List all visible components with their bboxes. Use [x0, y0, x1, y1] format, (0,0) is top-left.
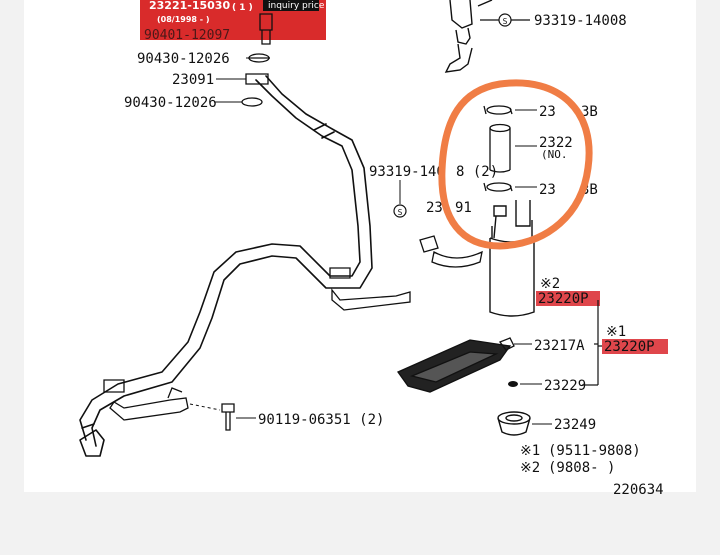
label-23291-suffix: 91 — [455, 200, 472, 216]
footnote-1-text: (9511-9808) — [548, 443, 641, 459]
diagram-id: 220634 — [613, 482, 664, 498]
clip-93319-14008 — [480, 13, 530, 27]
pump-hose — [489, 123, 511, 173]
footnote-2-text: (9808- ) — [548, 460, 615, 476]
band-clamp — [419, 235, 483, 268]
fuel-pump-body — [489, 200, 535, 317]
bolt-stack-left — [241, 13, 273, 107]
label-23091-left: 23091 — [172, 72, 214, 88]
label-90430-12026-top: 90430-12026 — [137, 51, 230, 67]
fuel-filter-strainer — [397, 337, 515, 393]
label-93319-14008: 93319-14008 — [534, 13, 627, 29]
label-2383b-bottom-prefix: 23 — [539, 182, 556, 198]
label-23249: 23249 — [554, 417, 596, 433]
fuel-hose-drawing — [79, 75, 373, 457]
footnote-1-mark: ※1 — [520, 443, 540, 459]
orange-circle-annotation — [438, 79, 593, 250]
label-23220p-1: 23220P — [604, 339, 655, 355]
banner-date-range: (08/1998 - ) — [157, 15, 210, 24]
hose-bracket-lower — [103, 379, 189, 421]
highlight-23220p-2 — [536, 291, 600, 306]
label-2383b-top-prefix: 23 — [539, 104, 556, 120]
hose-clamp-lower — [483, 182, 513, 192]
label-2322-note: (NO. — [541, 148, 568, 161]
label-mark-2: ※2 — [540, 276, 560, 292]
upper-bracket-drawing — [444, 0, 493, 73]
footnote-2-mark: ※2 — [520, 460, 540, 476]
label-23220p-2: 23220P — [538, 291, 589, 307]
grouping-bracket — [582, 300, 602, 386]
banner-part-number[interactable]: 23221-15030 — [149, 0, 230, 12]
inquiry-price-tooltip[interactable]: inquiry price — [263, 0, 325, 11]
clip-symbol-s-centre: S — [398, 208, 403, 217]
label-2383b-top-suffix: 3B — [581, 104, 598, 120]
label-23217a: 23217A — [534, 338, 585, 354]
highlight-23220p-1 — [602, 339, 668, 354]
banner-qty: ( 1 ) — [232, 3, 253, 13]
bolt-90119 — [221, 403, 235, 431]
label-93319-suffix: 8 (2) — [456, 164, 498, 180]
label-90119-06351: 90119-06351 (2) — [258, 412, 384, 428]
label-23229: 23229 — [544, 378, 586, 394]
leader-90119-dashed — [189, 403, 221, 411]
parts-diagram-sheet — [24, 0, 696, 492]
banner-partial-part-number: 90401-12097 — [144, 28, 230, 43]
clip-symbol-s-top: S — [503, 17, 508, 26]
clip-symbol-centre — [393, 204, 407, 218]
label-2322: 2322 — [539, 135, 573, 151]
label-mark-1: ※1 — [606, 324, 626, 340]
hose-bracket-upper — [329, 267, 411, 311]
retainer-23229 — [508, 381, 518, 387]
cushion-23249 — [497, 411, 531, 436]
label-90430-12026-bottom: 90430-12026 — [124, 95, 217, 111]
inquiry-price-label[interactable]: inquiry price — [268, 1, 325, 11]
hose-clamp-upper — [483, 105, 513, 115]
label-23291-prefix: 23 — [426, 200, 443, 216]
label-93319-140-prefix: 93319-140 — [369, 164, 445, 180]
